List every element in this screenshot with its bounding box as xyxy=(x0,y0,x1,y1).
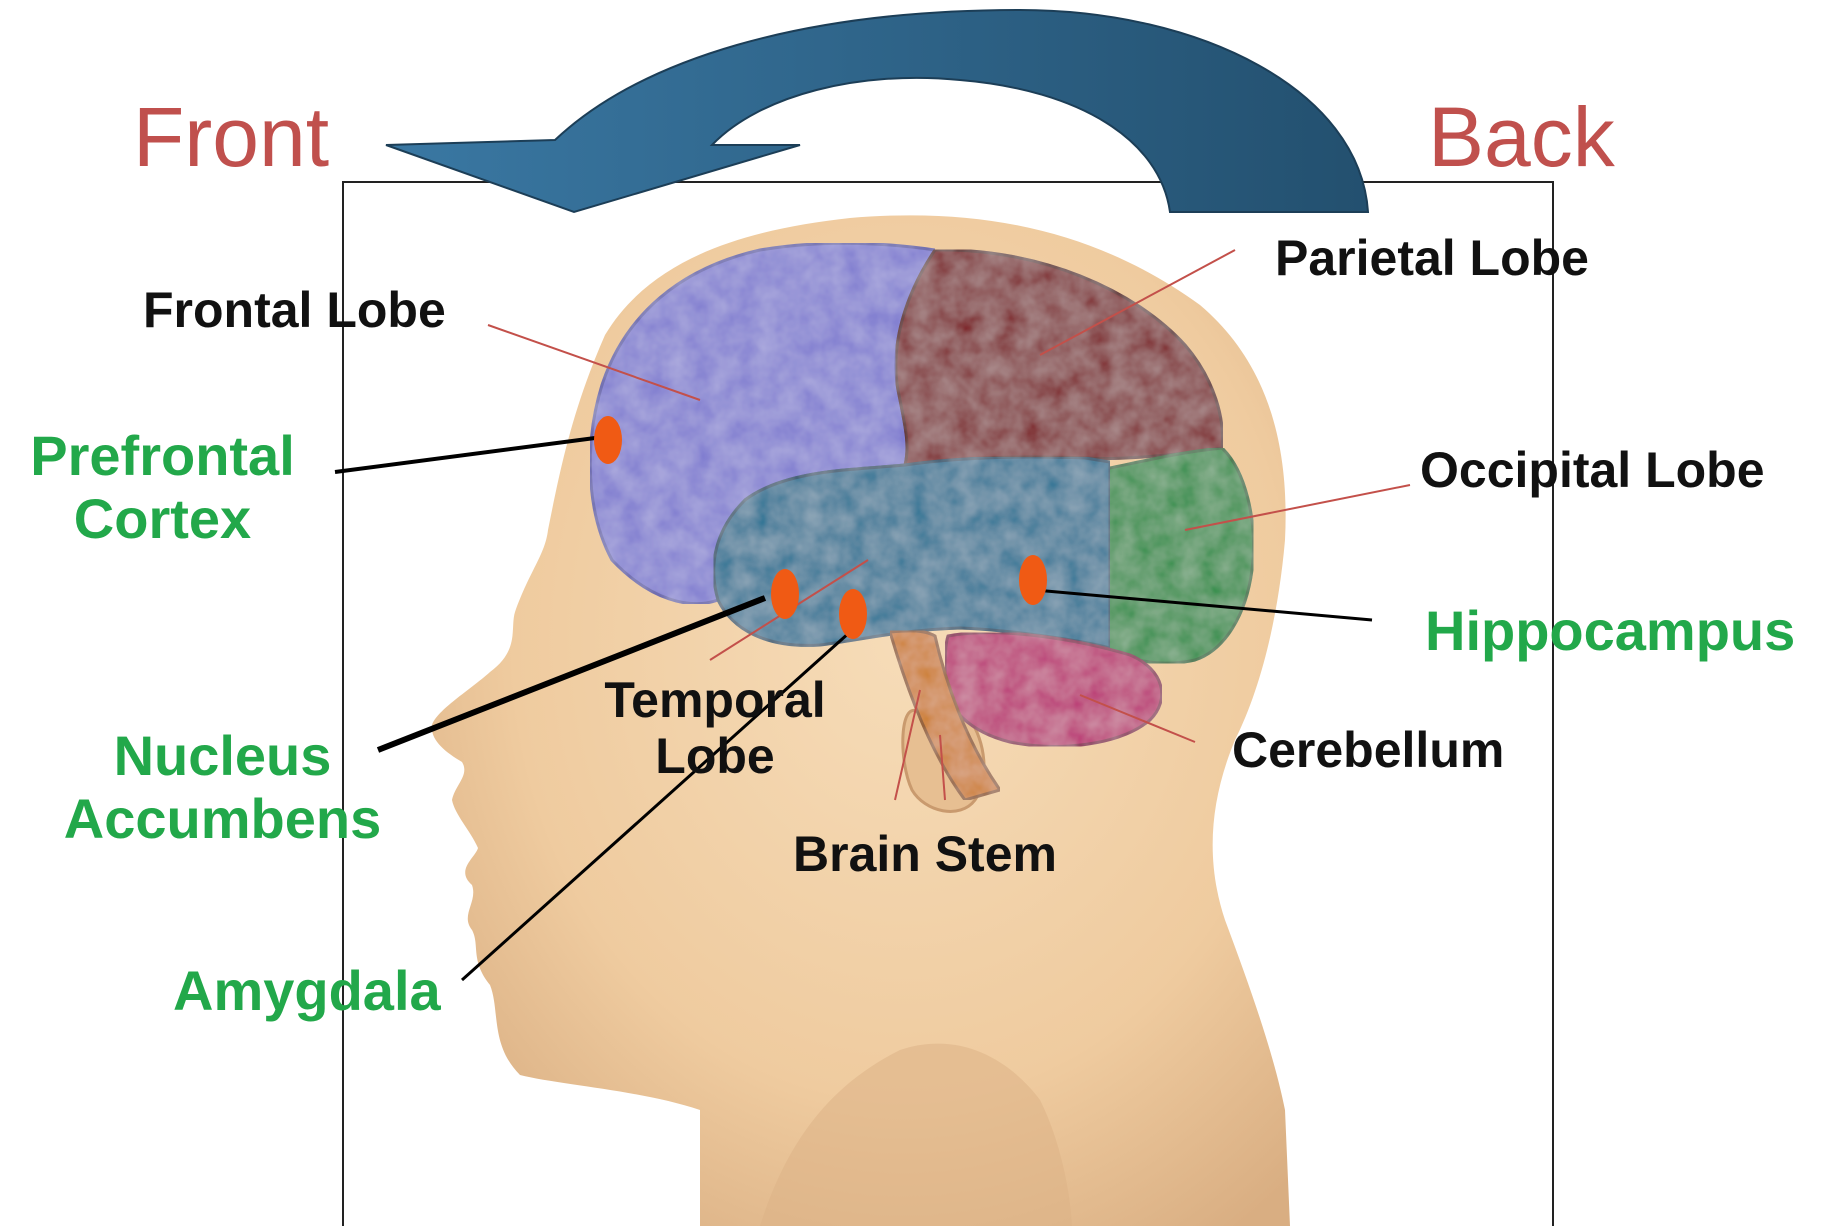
back-label: Back xyxy=(1428,90,1615,184)
hippocampus-label: Hippocampus xyxy=(1425,600,1795,663)
temporal-lobe-label-line1: Temporal xyxy=(604,672,825,728)
nucleus-accumbens-label: Nucleus Accumbens xyxy=(40,725,405,850)
prefrontal-marker xyxy=(594,416,622,464)
nucleus-accumbens-label-line1: Nucleus xyxy=(114,724,332,787)
prefrontal-cortex-label-line1: Prefrontal xyxy=(30,424,295,487)
cerebellum-label: Cerebellum xyxy=(1232,722,1504,778)
hippocampus-marker xyxy=(1019,555,1047,605)
frontal-lobe-label: Frontal Lobe xyxy=(143,282,446,338)
brain-stem-label: Brain Stem xyxy=(793,826,1057,882)
amygdala-label: Amygdala xyxy=(173,960,441,1023)
prefrontal-cortex-label-line2: Cortex xyxy=(74,487,251,550)
front-label: Front xyxy=(133,90,329,184)
occipital-lobe-region xyxy=(1100,448,1253,663)
parietal-lobe-label: Parietal Lobe xyxy=(1275,230,1589,286)
temporal-lobe-label-line2: Lobe xyxy=(655,728,774,784)
temporal-lobe-label: Temporal Lobe xyxy=(575,672,855,784)
occipital-lobe-label: Occipital Lobe xyxy=(1420,442,1765,498)
prefrontal-cortex-label: Prefrontal Cortex xyxy=(10,425,315,550)
nucleus-accumbens-label-line2: Accumbens xyxy=(64,787,381,850)
amygdala-marker xyxy=(839,589,867,639)
nucleus-accumbens-marker xyxy=(771,569,799,619)
